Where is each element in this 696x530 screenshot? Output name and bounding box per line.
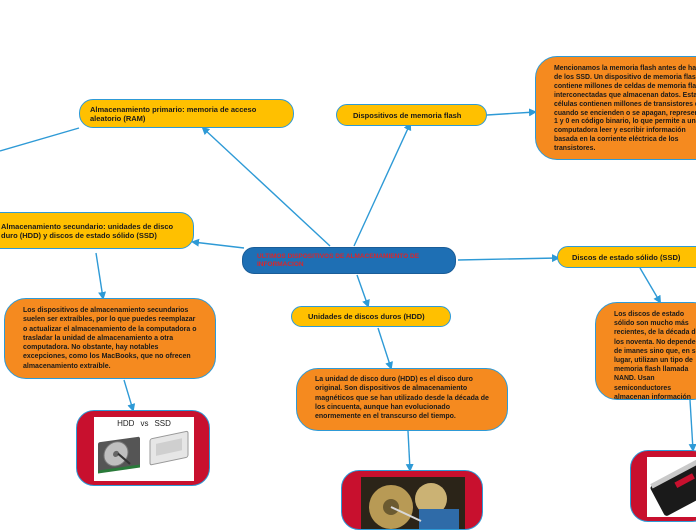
ssd-drive-photo xyxy=(647,455,696,517)
connector-ssd-note xyxy=(639,267,662,304)
topic-flash-memory[interactable]: Dispositivos de memoria flash xyxy=(336,104,487,126)
hard-disk-photo xyxy=(361,477,465,529)
connector-center-secondary xyxy=(191,238,245,249)
hard-disk-drawing xyxy=(361,477,465,529)
connector-hdd-note xyxy=(377,327,393,370)
central-topic[interactable]: ULTIMOS DISPOSITIVOS DE ALMACENAMIENTO D… xyxy=(242,247,456,274)
central-topic-label: ULTIMOS DISPOSITIVOS DE ALMACENAMIENTO D… xyxy=(257,252,420,268)
connector-secondary-image xyxy=(123,379,136,412)
note-flash-memory[interactable]: Mencionamos la memoria flash antes de ha… xyxy=(535,56,696,160)
topic-ssd[interactable]: Discos de estado sólido (SSD) xyxy=(557,246,696,268)
topic-flash-memory-label: Dispositivos de memoria flash xyxy=(353,110,462,120)
topic-hdd-label: Unidades de discos duros (HDD) xyxy=(308,312,425,321)
connector-center-flash xyxy=(353,122,412,247)
note-ssd-text: Los discos de estado sólido son mucho má… xyxy=(614,311,696,400)
connector-center-hdd xyxy=(356,274,370,308)
photo-label-vs: vs xyxy=(140,418,149,428)
connector-center-primary xyxy=(201,126,331,247)
connector-primary-offscreen xyxy=(0,127,80,152)
topic-ssd-label: Discos de estado sólido (SSD) xyxy=(572,252,681,262)
image-ssd[interactable] xyxy=(630,450,696,522)
note-secondary-storage[interactable]: Los dispositivos de almacenamiento secun… xyxy=(4,298,216,379)
ssd-drive-drawing xyxy=(650,455,696,516)
image-hdd-vs-ssd[interactable]: HDD vs SSD xyxy=(76,410,210,486)
hdd-vs-ssd-photo: HDD vs SSD xyxy=(94,417,194,481)
image-hard-disk[interactable] xyxy=(341,470,483,530)
topic-secondary-storage[interactable]: Almacenamiento secundario: unidades de d… xyxy=(0,212,194,249)
note-secondary-storage-text: Los dispositivos de almacenamiento secun… xyxy=(23,307,197,370)
connector-center-ssd xyxy=(457,254,560,263)
note-hdd-text: La unidad de disco duro (HDD) es el disc… xyxy=(315,376,489,421)
note-ssd[interactable]: Los discos de estado sólido son mucho má… xyxy=(595,302,696,400)
connector-hdd-image xyxy=(405,430,414,472)
connector-flash-note xyxy=(486,108,537,117)
photo-label-ssd: SSD xyxy=(154,418,171,428)
connector-ssd-image xyxy=(688,399,696,452)
note-hdd[interactable]: La unidad de disco duro (HDD) es el disc… xyxy=(296,368,508,431)
connector-secondary-note xyxy=(95,252,107,300)
topic-primary-storage[interactable]: Almacenamiento primario: memoria de acce… xyxy=(79,99,294,128)
topic-secondary-storage-label: Almacenamiento secundario: unidades de d… xyxy=(1,221,174,240)
topic-hdd[interactable]: Unidades de discos duros (HDD) xyxy=(291,306,451,327)
topic-primary-storage-label: Almacenamiento primario: memoria de acce… xyxy=(90,104,257,123)
note-flash-memory-text: Mencionamos la memoria flash antes de ha… xyxy=(554,65,696,153)
photo-label-hdd: HDD xyxy=(117,418,135,428)
hdd-vs-ssd-drawing xyxy=(98,430,189,474)
